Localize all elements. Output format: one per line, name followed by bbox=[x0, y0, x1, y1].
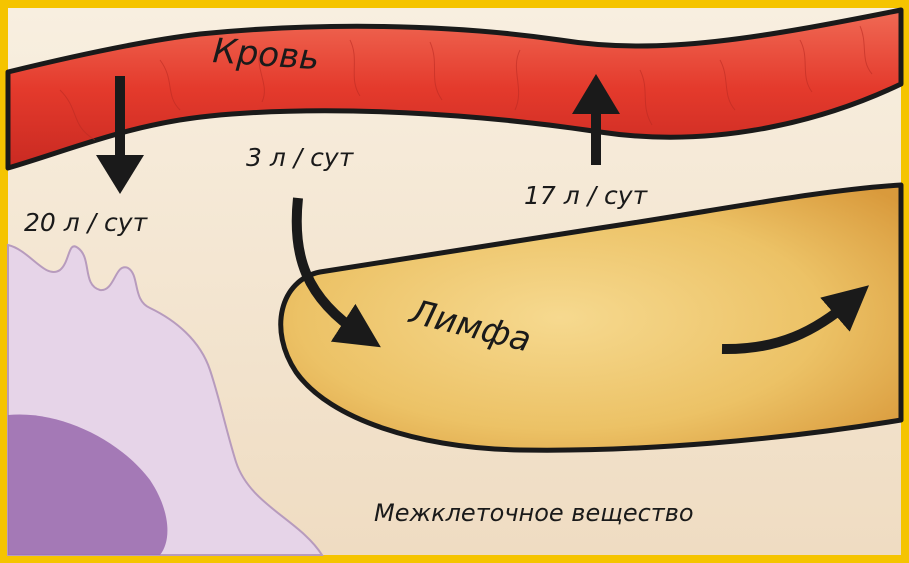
blood-label: Кровь bbox=[211, 31, 320, 78]
reabsorption-label: 17 л / сут bbox=[524, 181, 649, 210]
filtration-label: 20 л / сут bbox=[24, 208, 149, 237]
interstitial-label: Межклеточное вещество bbox=[374, 499, 694, 527]
lymph-flow-label: 3 л / сут bbox=[246, 143, 355, 172]
